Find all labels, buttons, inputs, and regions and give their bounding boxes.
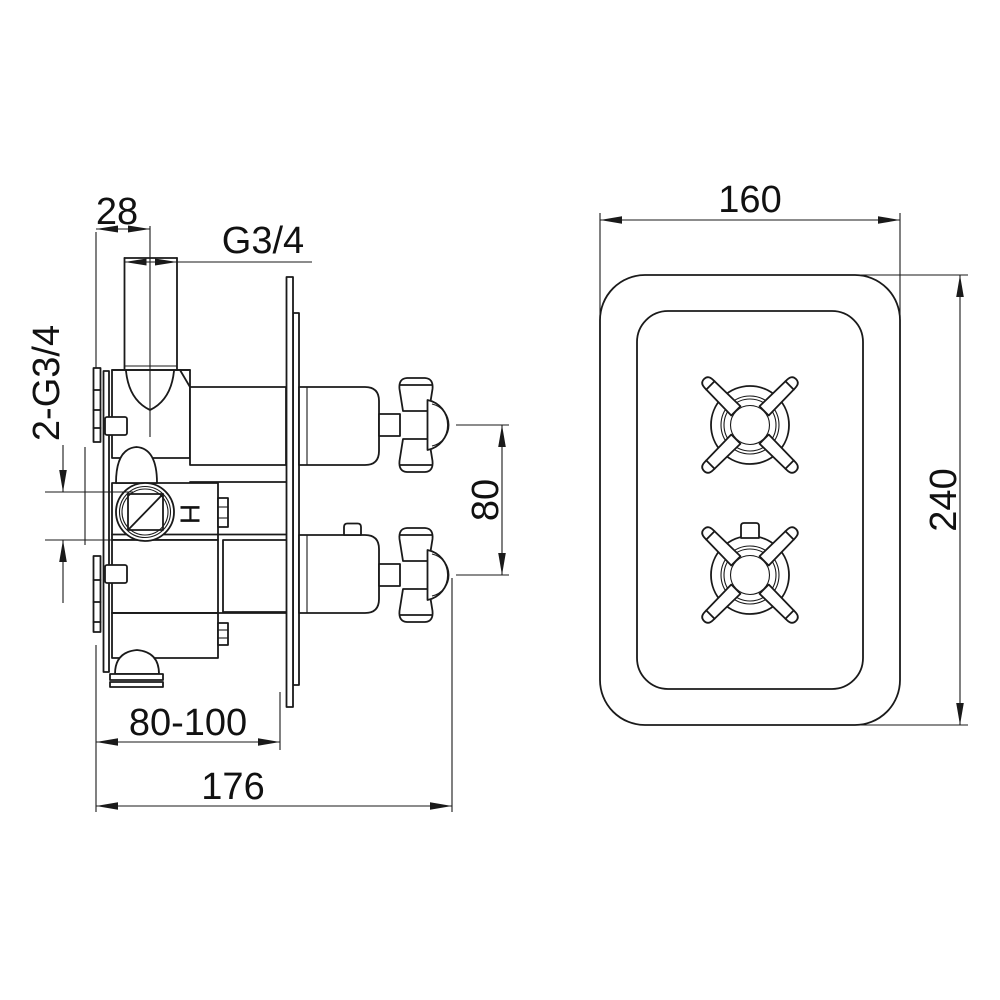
cold-inlet-arch bbox=[115, 446, 158, 484]
handle-dome-upper bbox=[426, 399, 449, 451]
body-tab-lower bbox=[104, 564, 128, 584]
dim-plate-height: 240 bbox=[858, 274, 968, 726]
lower-handle-side bbox=[298, 522, 450, 623]
dim-label-28: 28 bbox=[96, 191, 138, 233]
lower-cartridge bbox=[222, 539, 291, 613]
side-boss-upper bbox=[217, 497, 229, 528]
dim-inlet-threads: 2-G3/4 bbox=[26, 325, 133, 603]
faceplate-side bbox=[285, 276, 300, 708]
side-view: H bbox=[26, 191, 509, 812]
front-view: 160 240 bbox=[599, 179, 968, 726]
body-tab-upper bbox=[104, 416, 128, 436]
dim-label-160: 160 bbox=[718, 179, 781, 221]
dim-label-80-100: 80-100 bbox=[129, 702, 247, 744]
dim-handle-spacing-side: 80 bbox=[456, 424, 509, 576]
override-button-front bbox=[740, 522, 760, 539]
dim-label-80: 80 bbox=[465, 479, 507, 521]
bottom-outlet bbox=[109, 649, 164, 688]
dim-offset-top: 28 bbox=[95, 191, 150, 368]
upper-cartridge bbox=[189, 386, 287, 466]
dim-label-2g34: 2-G3/4 bbox=[26, 325, 68, 441]
handle-dome-lower bbox=[426, 549, 449, 601]
dim-top-thread: G3/4 bbox=[124, 220, 312, 266]
dim-plate-width: 160 bbox=[599, 179, 901, 318]
inlet-pipe-top bbox=[111, 226, 191, 437]
side-inlet-port bbox=[115, 482, 175, 542]
dim-label-176: 176 bbox=[201, 766, 264, 808]
dim-label-g34: G3/4 bbox=[222, 220, 304, 262]
hot-marker-label: H bbox=[175, 504, 206, 524]
wall-mount-bracket bbox=[84, 367, 110, 673]
override-button-side bbox=[343, 522, 362, 536]
cover-plate bbox=[599, 274, 901, 726]
dim-label-240: 240 bbox=[923, 468, 965, 531]
dim-install-depth: 80-100 bbox=[96, 692, 281, 750]
dim-total-depth: 176 bbox=[95, 578, 453, 812]
upper-handle-side bbox=[298, 377, 450, 473]
bottom-cross-handle bbox=[701, 522, 799, 624]
top-cross-handle bbox=[701, 376, 799, 474]
side-boss-lower bbox=[217, 622, 229, 646]
